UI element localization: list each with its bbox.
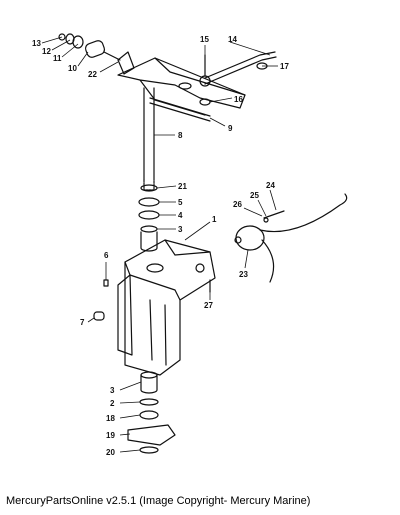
callout-2: 2 — [110, 399, 115, 408]
callout-17: 17 — [280, 62, 289, 71]
pivot-bolt-assembly — [58, 33, 121, 61]
grease-fitting — [103, 279, 109, 287]
lower-yoke-stack — [127, 371, 176, 454]
callout-7: 7 — [80, 318, 85, 327]
callout-18: 18 — [106, 414, 115, 423]
callout-27: 27 — [204, 301, 213, 310]
callout-24: 24 — [266, 181, 275, 190]
callout-22: 22 — [88, 70, 97, 79]
callout-5: 5 — [178, 198, 183, 207]
swivel-bracket — [117, 239, 216, 376]
callout-8: 8 — [178, 131, 183, 140]
callout-13: 13 — [32, 39, 41, 48]
tie-rod — [149, 97, 211, 122]
callout-23: 23 — [239, 270, 248, 279]
callout-25: 25 — [250, 191, 259, 200]
callout-10: 10 — [68, 64, 77, 73]
callout-19: 19 — [106, 431, 115, 440]
upper-bushing-stack — [138, 184, 160, 252]
trim-switch — [234, 193, 348, 283]
steering-arm — [117, 51, 246, 116]
callout-15: 15 — [200, 35, 209, 44]
callout-4: 4 — [178, 211, 183, 220]
callout-16: 16 — [234, 95, 243, 104]
leader-lines — [41, 36, 278, 453]
callout-14: 14 — [228, 35, 237, 44]
callout-21: 21 — [178, 182, 187, 191]
callout-9: 9 — [228, 124, 233, 133]
callout-1: 1 — [212, 215, 217, 224]
exploded-parts-diagram: 13 12 11 10 22 15 14 17 16 9 8 21 5 4 3 … — [32, 33, 348, 457]
callout-26: 26 — [233, 200, 242, 209]
callout-labels: 13 12 11 10 22 15 14 17 16 9 8 21 5 4 3 … — [32, 35, 289, 457]
bushing — [93, 311, 105, 321]
callout-3-lower: 3 — [110, 386, 115, 395]
steering-link-rod — [199, 51, 277, 106]
callout-3-upper: 3 — [178, 225, 183, 234]
callout-6: 6 — [104, 251, 109, 260]
callout-11: 11 — [53, 54, 62, 63]
callout-12: 12 — [42, 47, 51, 56]
copyright-caption: MercuryPartsOnline v2.5.1 (Image Copyrig… — [6, 495, 311, 507]
callout-20: 20 — [106, 448, 115, 457]
